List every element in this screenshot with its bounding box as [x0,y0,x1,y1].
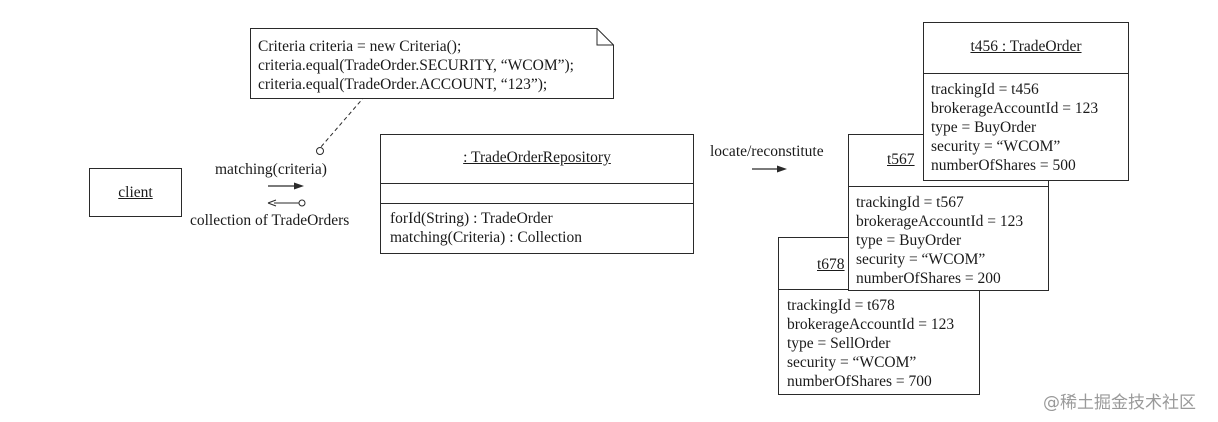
t456-name: t456 : TradeOrder [970,38,1082,55]
repository-box[interactable]: : TradeOrderRepository forId(String) : T… [380,134,694,254]
matching-message: matching(criteria) [215,161,327,178]
operation-matching: matching(Criteria) : Collection [390,229,582,246]
client-box[interactable]: client [89,168,182,217]
t678-attr-shares: numberOfShares = 700 [787,373,932,390]
t456-attr-account: brokerageAccountId = 123 [931,100,1099,117]
t567-divider [849,186,1048,187]
note-anchor-line [319,95,366,149]
t456-attr-shares: numberOfShares = 500 [931,157,1076,174]
response-arrow-head [267,199,277,207]
t678-attr-security: security = “WCOM” [787,354,917,371]
t456-attr-trackingid: trackingId = t456 [931,81,1039,98]
t456-attr-type: type = BuyOrder [931,119,1037,136]
t567-attributes: trackingId = t567 brokerageAccountId = 1… [856,193,1023,288]
locate-arrow-head [777,165,787,173]
t678-attributes: trackingId = t678 brokerageAccountId = 1… [787,296,954,391]
request-arrow-head [294,182,304,190]
response-arrow-circle [298,199,306,207]
t567-attr-trackingid: trackingId = t567 [856,194,964,211]
t678-attr-type: type = SellOrder [787,335,891,352]
code-line-1: Criteria criteria = new Criteria(); [258,38,462,55]
operation-forid: forId(String) : TradeOrder [390,210,553,227]
t456-attr-security: security = “WCOM” [931,138,1061,155]
watermark-text: @稀土掘金技术社区 [1043,393,1196,413]
t678-name: t678 [817,256,845,273]
t567-attr-account: brokerageAccountId = 123 [856,213,1024,230]
client-label: client [118,184,153,201]
repository-divider-1 [381,183,693,184]
t567-attr-shares: numberOfShares = 200 [856,270,1001,287]
repository-operations: forId(String) : TradeOrder matching(Crit… [390,209,582,247]
t456-divider [924,73,1128,74]
t678-attr-account: brokerageAccountId = 123 [787,316,955,333]
t678-attr-trackingid: trackingId = t678 [787,297,895,314]
t456-attributes: trackingId = t456 brokerageAccountId = 1… [931,80,1098,175]
trade-order-t456[interactable]: t456 : TradeOrder trackingId = t456 brok… [923,22,1129,181]
repository-divider-2 [381,203,693,204]
code-note-outline [250,28,614,99]
t567-attr-security: security = “WCOM” [856,251,986,268]
code-line-2: criteria.equal(TradeOrder.SECURITY, “WCO… [258,57,574,74]
t567-name: t567 [887,151,915,168]
repository-name: : TradeOrderRepository [463,149,611,166]
code-line-3: criteria.equal(TradeOrder.ACCOUNT, “123”… [258,76,548,93]
t567-attr-type: type = BuyOrder [856,232,962,249]
collection-message: collection of TradeOrders [190,212,350,229]
locate-message: locate/reconstitute [710,143,824,160]
code-note-text: Criteria criteria = new Criteria(); crit… [258,37,574,94]
note-anchor-circle [316,147,324,155]
